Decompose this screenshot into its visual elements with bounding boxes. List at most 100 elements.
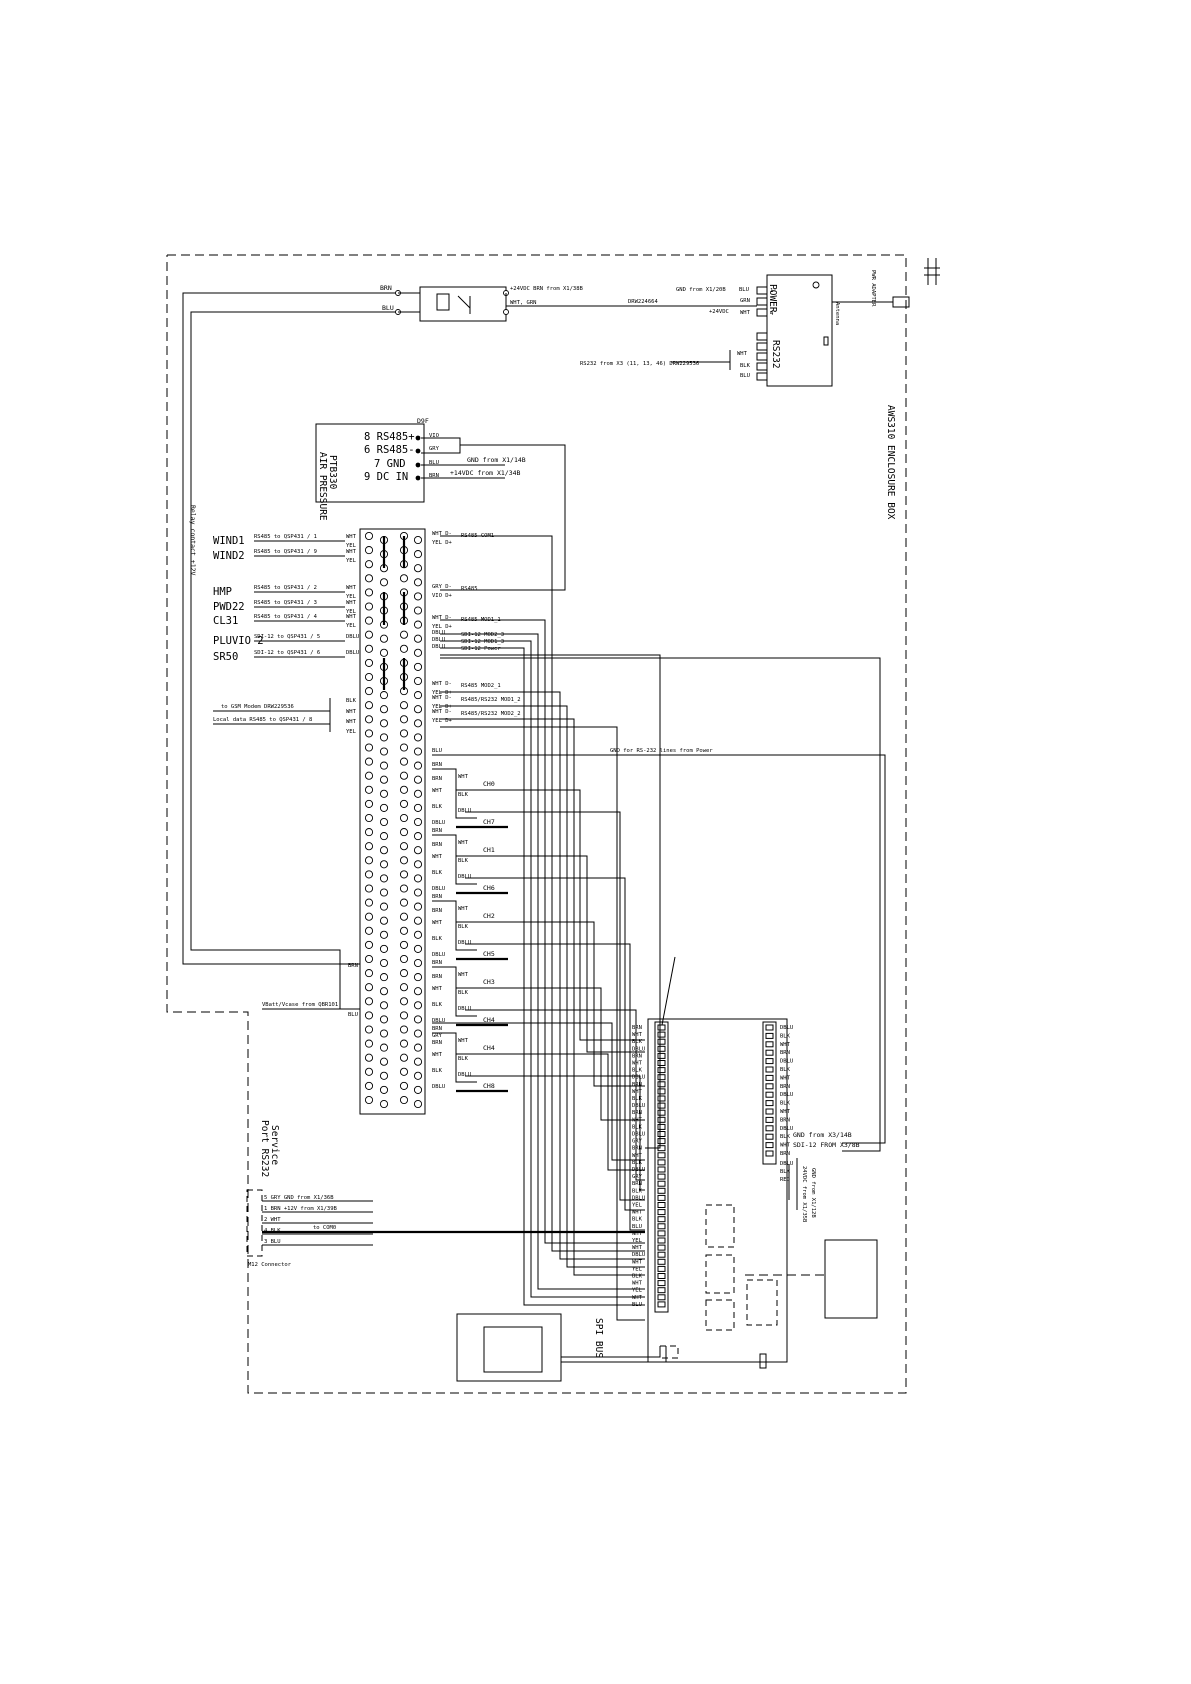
strip-hole	[379, 691, 389, 700]
channel-wire-label: BLK	[432, 936, 443, 942]
strip-hole	[413, 662, 423, 671]
strip-hole	[399, 940, 409, 949]
channel-wire-label: BRN	[432, 762, 442, 768]
strip-hole	[413, 578, 423, 587]
strip-hole	[413, 606, 423, 615]
strip-hole	[399, 574, 409, 583]
board-left-pin	[657, 1173, 666, 1180]
main-board	[647, 1018, 788, 1363]
channel-wire	[432, 966, 477, 1017]
board-left-pin	[657, 1216, 666, 1223]
board-right-wire-label: DBLU	[780, 1059, 793, 1065]
board-right-wire-label: BRN	[780, 1117, 790, 1123]
strip-hole	[413, 761, 423, 770]
channel-wire-label: WHT	[458, 906, 469, 912]
strip-hole	[413, 747, 423, 756]
strip-hole	[399, 912, 409, 921]
channel-top-label: CH3	[483, 978, 495, 986]
board-right-pin	[765, 1024, 774, 1031]
enclosure-label: AWS310 ENCLOSURE BOX	[885, 405, 896, 520]
strip-hole	[379, 817, 389, 827]
channel-wire-label: BLK	[432, 870, 443, 876]
gry-label: GRY	[432, 1033, 443, 1039]
strip-hole	[364, 546, 374, 555]
strip-hole	[413, 1085, 423, 1094]
analog-channels: BRNWHTBRNWHTBLKBLKDBLUDBLUCH0CH7BRNWHTBR…	[432, 762, 508, 1093]
service-pin-label: 1 BRN +12V from X1/39B	[264, 1206, 338, 1212]
board-left-wire-label: BLK	[632, 1274, 643, 1280]
strip-hole	[399, 997, 409, 1006]
rs232-blk: BLK	[740, 363, 751, 369]
channel-wire	[432, 834, 477, 885]
board-left-pin	[657, 1116, 666, 1123]
board-left-pin	[657, 1280, 666, 1287]
board-right-wire-label: WHT	[780, 1075, 791, 1081]
strip-hole	[413, 1071, 423, 1080]
strip-hole	[379, 888, 389, 897]
channel-bottom-label: CH8	[483, 1082, 495, 1090]
board-left-pin	[657, 1194, 666, 1201]
channel-wire-label: BLK	[458, 990, 469, 996]
strip-hole	[364, 687, 374, 696]
relay-brn: BRN	[380, 284, 392, 292]
external-module	[824, 1239, 878, 1319]
power-blu: BLU	[739, 287, 749, 293]
sensor-cable-label: RS485 to QSP431 / 2	[254, 585, 317, 591]
terminal-strip-holes	[364, 531, 423, 1109]
sensor-wire-label: DBLU	[346, 634, 359, 640]
board-left-pin	[657, 1223, 666, 1230]
board-left-wire-label: BLK	[632, 1096, 643, 1102]
strip-hole	[399, 983, 409, 992]
board-right-wire-label: BRN	[780, 1050, 790, 1056]
strip-hole	[399, 1025, 409, 1034]
terminal-wire-a: GRY D-	[432, 584, 452, 590]
board-right-wire-label: RED	[780, 1177, 790, 1183]
strip-hole	[379, 1085, 389, 1094]
strip-hole	[364, 630, 374, 639]
strip-hole	[413, 817, 423, 827]
strip-hole	[413, 860, 423, 869]
strip-hole	[364, 1039, 374, 1048]
board-left-wire-label: BRN	[632, 1053, 642, 1059]
strip-hole	[379, 747, 389, 756]
strip-hole	[364, 884, 374, 893]
strip-hole	[413, 888, 423, 897]
channel-wire-label: BRN	[432, 974, 442, 980]
strip-hole	[379, 789, 389, 798]
board-left-pin	[657, 1237, 666, 1244]
terminal-wire-b: YEL D+	[432, 704, 453, 710]
board-right-wire-label: WHT	[780, 1042, 791, 1048]
board-right-pin	[765, 1091, 774, 1098]
strip-hole	[413, 1043, 423, 1052]
strip-hole	[364, 898, 374, 907]
board-right-wire-label: DBLU	[780, 1092, 793, 1098]
terminal-wire-a: DBLU	[432, 644, 445, 650]
strip-hole	[413, 705, 423, 714]
strip-hole	[399, 898, 409, 907]
terminal-wire-b: YEL D+	[432, 718, 453, 724]
board-left-pin	[657, 1024, 666, 1031]
strip-hole	[364, 813, 374, 823]
board-left-wire-label: BRN	[632, 1082, 642, 1088]
channel-bottom-label: CH7	[483, 818, 495, 826]
channel-top-label: CH4	[483, 1044, 495, 1052]
strip-hole	[413, 902, 423, 911]
ptb330-connectors	[415, 435, 421, 481]
gsm-modem-label: to GSM Modem DRW229536	[221, 704, 294, 710]
strip-hole	[379, 775, 389, 784]
board-right-wire-label: DBLU	[780, 1126, 793, 1132]
strip-hole	[364, 926, 374, 935]
strip-hole	[399, 1011, 409, 1020]
modem-wire-blk: BLK	[346, 698, 357, 704]
board-left-wire-label: YEL	[632, 1203, 643, 1209]
board-left-wire-label: DBLU	[632, 1195, 645, 1201]
strip-hole	[364, 912, 374, 921]
power-grn: GRN	[740, 298, 750, 304]
sensor-wire-label: WHT	[346, 614, 357, 620]
strip-hole	[413, 987, 423, 996]
sensor-name: WIND2	[213, 550, 245, 562]
terminal-signal-label: RS485 MOD2_1	[461, 683, 501, 689]
board-left-wire-label: WHT	[632, 1061, 643, 1067]
sensor-cable-label: SDI-12 to QSP431 / 6	[254, 650, 320, 656]
